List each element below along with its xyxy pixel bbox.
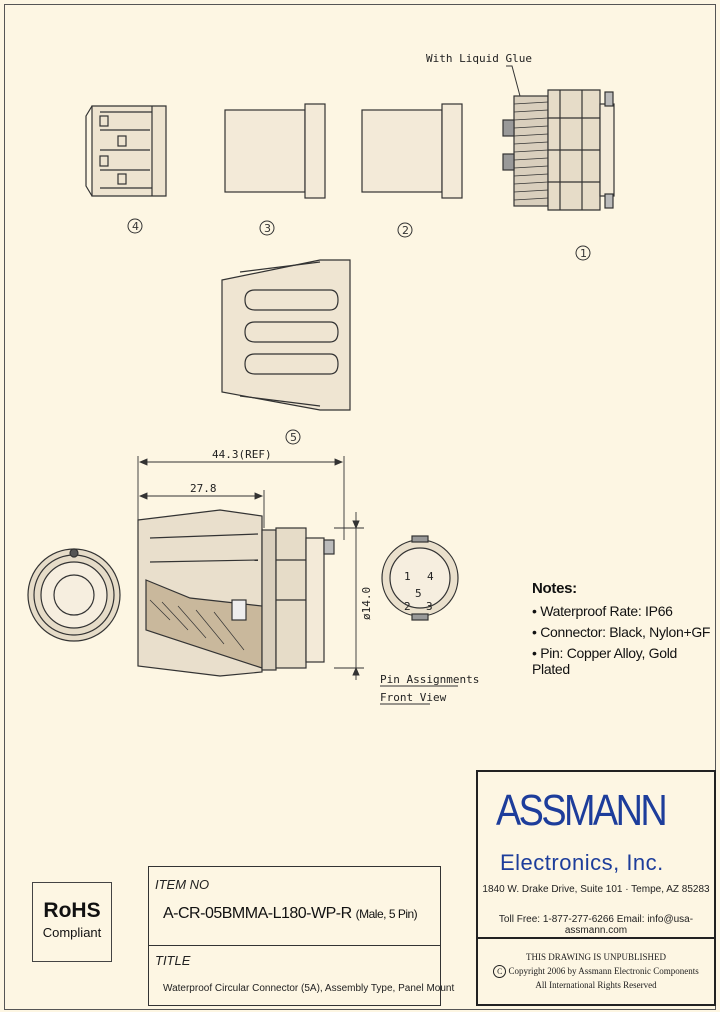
rohs-subtitle: Compliant [42, 925, 102, 940]
title-divider [149, 945, 440, 946]
logo-divider [478, 937, 714, 939]
company-subtitle: Electronics, Inc. [500, 850, 664, 875]
copyright-text: Copyright 2006 by Assmann Electronic Com… [508, 966, 699, 976]
rohs-title: RoHS [43, 899, 101, 922]
callout-1: 1 [580, 247, 587, 260]
item-number-value: A-CR-05BMMA-L180-WP-R [163, 905, 352, 922]
title-text: Waterproof Circular Connector (5A), Asse… [163, 983, 455, 994]
dimension-diameter: ø14.0 [360, 587, 373, 620]
glue-note: With Liquid Glue [426, 52, 532, 65]
pin-1: 1 [404, 570, 411, 583]
pin-face [381, 535, 459, 621]
company-address: 1840 W. Drake Drive, Suite 101 · Tempe, … [482, 884, 710, 895]
pin-2: 2 [404, 600, 411, 613]
item-number-suffix: (Male, 5 Pin) [355, 907, 418, 921]
company-contact: Toll Free: 1-877-277-6266 Email: info@us… [498, 914, 694, 936]
part-1-receptacle [502, 65, 615, 211]
note-pin: • Pin: Copper Alloy, Gold Plated [532, 645, 677, 677]
copyright-icon: C [493, 965, 507, 979]
company-block: ASSMANN Electronics, Inc. 1840 W. Drake … [476, 770, 716, 1006]
part-5-coupling-nut [221, 259, 351, 411]
notes-section: Notes: • Waterproof Rate: IP66 • Connect… [532, 580, 712, 682]
title-label: TITLE [155, 953, 191, 968]
pin-assignments-subtitle: Front View [380, 691, 447, 704]
dimension-partial: 27.8 [190, 482, 217, 495]
callout-3: 3 [264, 222, 271, 235]
rights-notice: All International Rights Reserved [535, 980, 657, 991]
title-block: ITEM NO A-CR-05BMMA-L180-WP-R(Male, 5 Pi… [148, 866, 454, 1006]
note-waterproof: • Waterproof Rate: IP66 [532, 603, 673, 619]
pin-3: 3 [426, 600, 433, 613]
part-2-sleeve [361, 103, 463, 199]
assembly-side-view [137, 509, 335, 677]
dimension-overall: 44.3(REF) [212, 448, 272, 461]
callout-5: 5 [290, 431, 297, 444]
rohs-badge: RoHS Compliant [32, 882, 112, 962]
pin-assignments-title: Pin Assignments [380, 673, 479, 686]
item-number: A-CR-05BMMA-L180-WP-R(Male, 5 Pin) [163, 905, 418, 923]
callout-circles [127, 218, 591, 445]
copyright-line: C Copyright 2006 by Assmann Electronic C… [478, 964, 714, 979]
drawing-border [4, 4, 716, 1010]
company-logo: ASSMANN [496, 786, 668, 835]
notes-title: Notes: [532, 580, 577, 597]
pin-5: 5 [415, 587, 422, 600]
end-view [27, 548, 121, 642]
item-no-label: ITEM NO [155, 877, 210, 892]
part-3-sleeve [224, 103, 326, 199]
callout-4: 4 [132, 220, 139, 233]
part-4-strain-relief [85, 105, 167, 197]
note-connector: • Connector: Black, Nylon+GF [532, 624, 711, 640]
pin-4: 4 [427, 570, 434, 583]
copyright-block: THIS DRAWING IS UNPUBLISHED C Copyright … [478, 950, 714, 992]
callout-2: 2 [402, 224, 409, 237]
unpublished-notice: THIS DRAWING IS UNPUBLISHED [525, 952, 667, 962]
dimension-lines [137, 456, 364, 680]
